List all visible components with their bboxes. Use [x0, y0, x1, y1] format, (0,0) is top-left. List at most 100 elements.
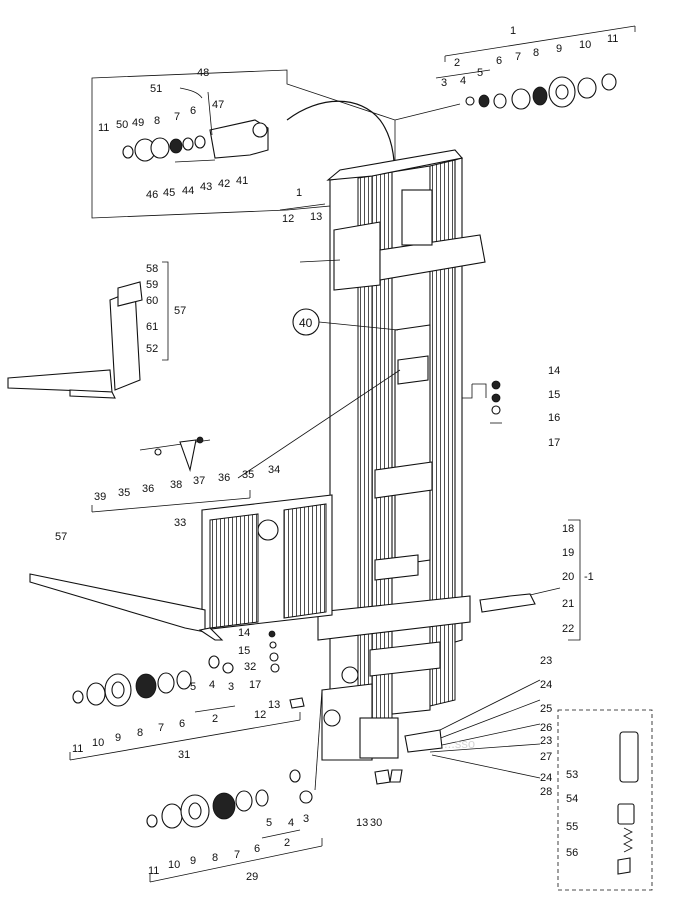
chain-anchor-18-22	[479, 519, 581, 641]
label-5-c: 5	[266, 817, 272, 829]
label-3-b: 3	[228, 681, 234, 693]
label-7-inset: 7	[174, 111, 180, 123]
label-52: 52	[146, 343, 158, 355]
label-9-b: 9	[115, 732, 121, 744]
label-13-b: 13	[268, 699, 280, 711]
label-25: 25	[540, 703, 552, 715]
label-8-top: 8	[533, 47, 539, 59]
label-57-fork: 57	[55, 531, 67, 543]
label-47: 47	[212, 99, 224, 111]
label-29: 29	[246, 871, 258, 883]
callout-40	[292, 308, 399, 336]
label-40: 40	[299, 316, 313, 330]
label-32: 32	[244, 661, 256, 673]
label-31: 31	[178, 749, 190, 761]
label-24b: 24	[540, 772, 552, 784]
label-50: 50	[116, 119, 128, 131]
label-58: 58	[146, 263, 158, 275]
label-2-b: 2	[212, 713, 218, 725]
label-56: 56	[566, 847, 578, 859]
label-45: 45	[163, 187, 175, 199]
label-23a: 23	[540, 655, 552, 667]
label-42: 42	[218, 178, 230, 190]
label-20: 20	[562, 571, 574, 583]
label-14-center: 14	[238, 627, 250, 639]
label-2-c: 2	[284, 837, 290, 849]
label-23b: 23	[540, 735, 552, 747]
label-22: 22	[562, 623, 574, 635]
label-3-top: 3	[441, 77, 447, 89]
label-21: 21	[562, 598, 574, 610]
label-7-b: 7	[158, 722, 164, 734]
part-labels: 1 2 3 4 5 6 7 8 9 10 11 51 48 11 50 49 8…	[55, 25, 618, 883]
side-fork-detail	[7, 261, 169, 399]
label-7-top: 7	[515, 51, 521, 63]
label-10-c: 10	[168, 859, 180, 871]
fork-carriage	[29, 494, 333, 641]
label-7-c: 7	[234, 849, 240, 861]
label-6-c: 6	[254, 843, 260, 855]
label-11-inset: 11	[98, 122, 109, 134]
label-46: 46	[146, 189, 158, 201]
label-48: 48	[197, 67, 209, 79]
roller-parts-23-28	[404, 679, 541, 779]
bottom-assembly-29	[146, 689, 323, 883]
label-43: 43	[200, 181, 212, 193]
label-27: 27	[540, 751, 552, 763]
label-53: 53	[566, 769, 578, 781]
label-8-c: 8	[212, 852, 218, 864]
lower-left-assembly-31	[69, 630, 305, 761]
label-30: 30	[370, 817, 382, 829]
label-3-c: 3	[303, 813, 309, 825]
label-36b: 36	[218, 472, 230, 484]
label-11-top: 11	[607, 33, 618, 45]
label-38: 38	[170, 479, 182, 491]
label-41: 41	[236, 175, 248, 187]
label-34: 34	[268, 464, 280, 476]
label-5-b: 5	[190, 681, 196, 693]
label-37: 37	[193, 475, 205, 487]
label-61: 61	[146, 321, 158, 333]
label-10-b: 10	[92, 737, 104, 749]
label-13-mid: 13	[310, 211, 322, 223]
label-1-top: 1	[510, 25, 516, 37]
mast	[299, 149, 486, 761]
label-6-b: 6	[179, 718, 185, 730]
label-4-b: 4	[209, 679, 215, 691]
label-19: 19	[562, 547, 574, 559]
pin-assembly-33	[91, 369, 401, 513]
label-9-top: 9	[556, 43, 562, 55]
label-1-right: -1	[584, 571, 594, 583]
label-33: 33	[174, 517, 186, 529]
label-26: 26	[540, 722, 552, 734]
label-14-right: 14	[548, 365, 560, 377]
label-18: 18	[562, 523, 574, 535]
inset-parts	[122, 87, 269, 163]
label-10-top: 10	[579, 39, 591, 51]
label-51: 51	[150, 83, 162, 95]
label-57-side: 57	[174, 305, 186, 317]
label-6-top: 6	[496, 55, 502, 67]
label-60: 60	[146, 295, 158, 307]
label-15-center: 15	[238, 645, 250, 657]
label-9-c: 9	[190, 855, 196, 867]
label-1-mid: 1	[296, 187, 302, 199]
label-17-right: 17	[548, 437, 560, 449]
label-2-top: 2	[454, 57, 460, 69]
watermark: ...sso	[444, 736, 475, 751]
label-13-c: 13	[356, 817, 368, 829]
label-8-inset: 8	[154, 115, 160, 127]
label-24a: 24	[540, 679, 552, 691]
label-6-inset: 6	[190, 105, 196, 117]
label-49: 49	[132, 117, 144, 129]
label-28: 28	[540, 786, 552, 798]
label-39: 39	[94, 491, 106, 503]
bottom-small-parts-13-30	[374, 769, 403, 785]
label-8-b: 8	[137, 727, 143, 739]
label-16-right: 16	[548, 412, 560, 424]
right-washers-14-17	[462, 380, 502, 424]
label-44: 44	[182, 185, 194, 197]
label-36a: 36	[142, 483, 154, 495]
